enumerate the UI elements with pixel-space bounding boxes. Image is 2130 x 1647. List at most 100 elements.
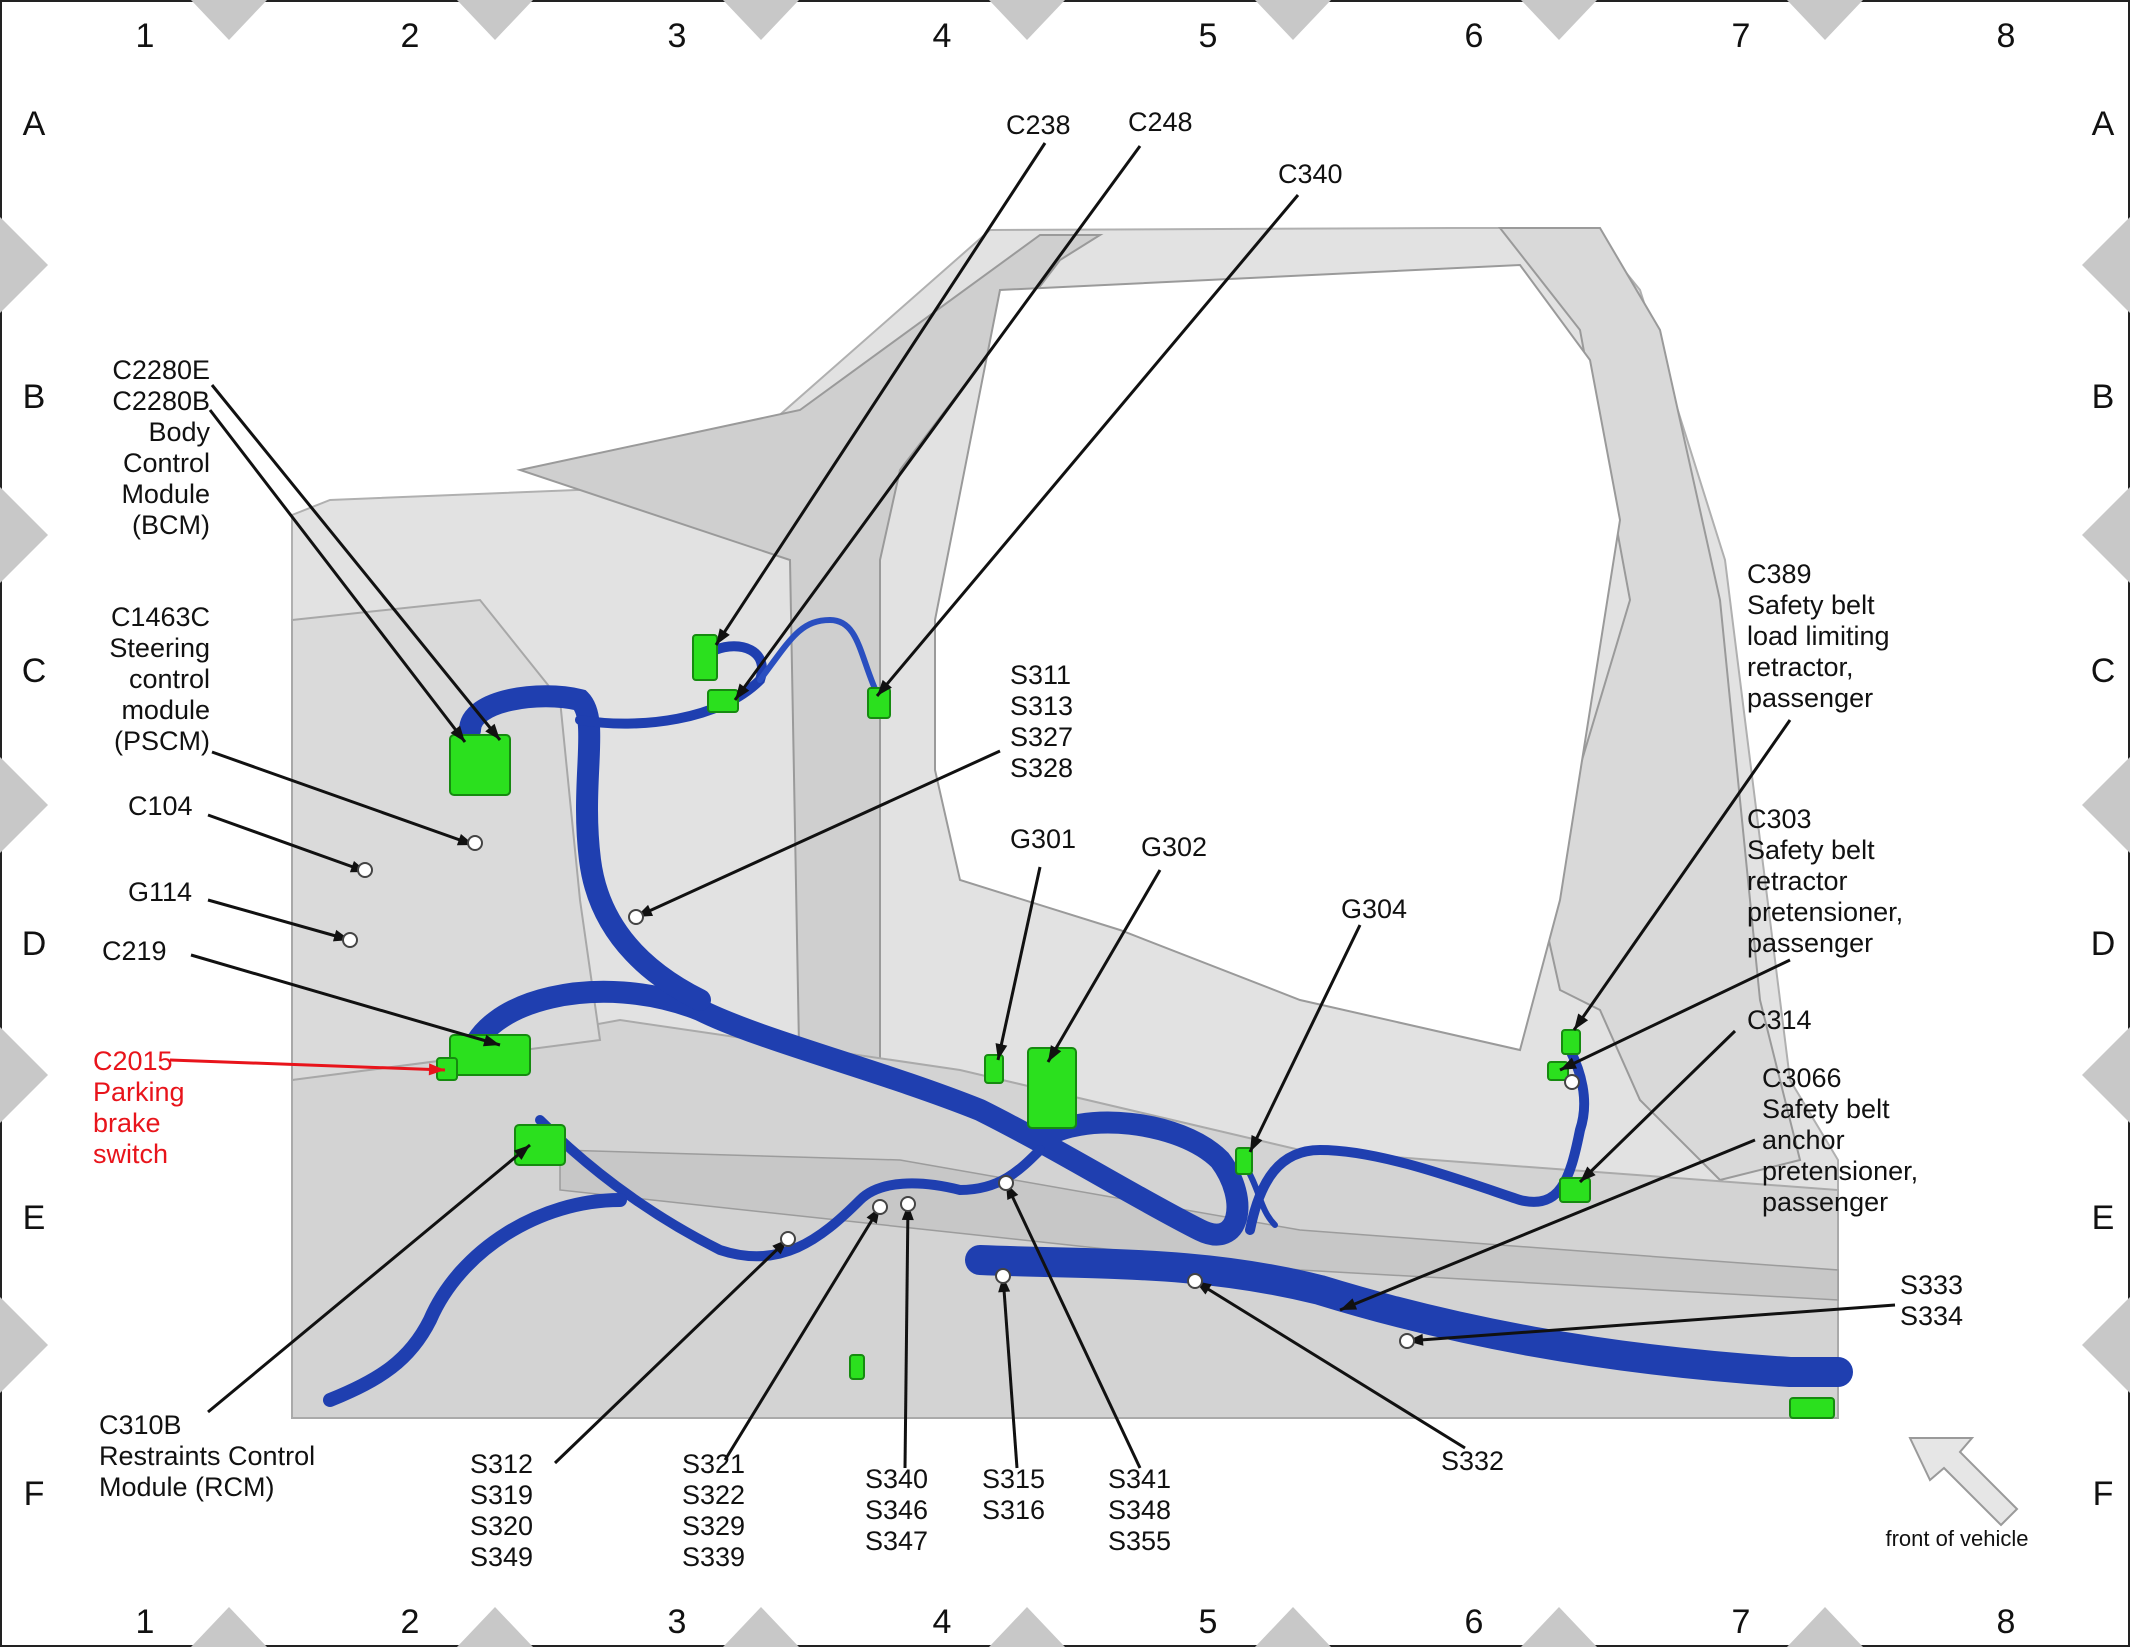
connector-c340 (867, 687, 891, 719)
leader-line (211, 750, 475, 847)
leader-line (635, 749, 1001, 919)
leader-arrowhead (877, 679, 892, 696)
grid-row-label: E (23, 1199, 46, 1237)
callout-line: C2280E (112, 355, 210, 385)
callout-line: passenger (1747, 683, 1873, 713)
leader-line (733, 145, 1142, 701)
callout-line: S319 (470, 1480, 533, 1510)
leader-arrowhead (995, 1043, 1008, 1060)
leader-line (207, 898, 351, 942)
callout-line: C1463C (111, 602, 210, 632)
callout-line: pretensioner, (1747, 897, 1903, 927)
frame-marker-right (2082, 1297, 2130, 1393)
grid-column-label: 1 (136, 1603, 155, 1641)
leader-arrowhead (482, 1034, 500, 1047)
frame-marker-left (0, 1297, 48, 1393)
dash-panel (291, 598, 602, 1082)
callout-line: C2280B (112, 386, 210, 416)
callout-line: S328 (1010, 753, 1073, 783)
grid-column-label: 1 (136, 17, 155, 55)
splice-markers (342, 835, 1580, 1349)
splice-point-marker (628, 909, 644, 925)
callout-line: S311 (1010, 660, 1071, 690)
grid-row-label: B (2092, 378, 2115, 416)
frame-marker-bottom (457, 1607, 533, 1647)
front-of-vehicle-label: front of vehicle (1885, 1526, 2028, 1551)
grid-row-label: D (2091, 925, 2116, 963)
grid-column-label: 4 (933, 17, 952, 55)
callout-line: retractor (1747, 866, 1848, 896)
callout-line: module (121, 695, 210, 725)
connector-g302 (1027, 1047, 1077, 1129)
frame-marker-bottom (1521, 1607, 1597, 1647)
leader-arrowhead (1048, 1045, 1062, 1062)
splice-point-marker (995, 1268, 1011, 1284)
callout-line: anchor (1762, 1125, 1845, 1155)
frame-marker-bottom (1787, 1607, 1863, 1647)
callout-line: Module (RCM) (99, 1472, 275, 1502)
callout-line: S339 (682, 1542, 745, 1572)
callout-line: C310B (99, 1410, 182, 1440)
connectors (436, 634, 1835, 1419)
grid-column-label: 8 (1997, 1603, 2016, 1641)
grid-column-label: 5 (1199, 17, 1218, 55)
leader-arrowhead (735, 683, 750, 700)
window-opening (934, 263, 1622, 1052)
callout-line: Safety belt (1747, 590, 1875, 620)
callout-line: S346 (865, 1495, 928, 1525)
callout-c219: C219 (102, 936, 167, 966)
harness-pillar-branch (757, 616, 883, 703)
leader-line (553, 1237, 790, 1465)
grid-column-label: 6 (1465, 1603, 1484, 1641)
grid-column-label: 5 (1199, 1603, 1218, 1641)
leader-line (1248, 924, 1362, 1153)
callout-g301: G301 (1010, 824, 1076, 854)
grid-column-label: 3 (668, 17, 687, 55)
callout-line: Body (148, 417, 210, 447)
grid-column-label: 7 (1732, 17, 1751, 55)
grid-row-label: D (22, 925, 47, 963)
grid-column-label: 4 (933, 1603, 952, 1641)
leader-line (1004, 1182, 1142, 1469)
frame-marker-top (191, 0, 267, 40)
callout-line: S347 (865, 1526, 928, 1556)
wiring-harness (323, 616, 1853, 1407)
leader-line (903, 1203, 910, 1469)
callout-line: S327 (1010, 722, 1073, 752)
callout-line: S349 (470, 1542, 533, 1572)
leader-line (1001, 1275, 1019, 1469)
frame-marker-top (989, 0, 1065, 40)
leader-line (207, 813, 368, 874)
callout-line: (PSCM) (114, 726, 210, 756)
splice-point-marker (357, 862, 373, 878)
splice-point-marker (1399, 1333, 1415, 1349)
grid-row-label: A (23, 105, 46, 143)
leader-line (208, 409, 467, 743)
leader-lines (169, 142, 1896, 1469)
callout-line: C314 (1747, 1005, 1812, 1035)
leader-line (207, 1143, 531, 1414)
callout-line: S316 (982, 1495, 1045, 1525)
leader-line (1046, 869, 1162, 1063)
callout-c314: C314 (1747, 1005, 1812, 1035)
grid-column-label: 3 (668, 1603, 687, 1641)
grid-row-label: C (22, 652, 47, 690)
leader-line (1194, 1279, 1466, 1450)
leader-arrowhead (428, 1063, 445, 1076)
leader-arrowhead (1560, 1057, 1578, 1070)
callout-g304: G304 (1341, 894, 1407, 924)
callout-g114: G114 (128, 877, 192, 907)
connector-c310b (514, 1124, 566, 1166)
leader-arrowhead (901, 1204, 914, 1221)
